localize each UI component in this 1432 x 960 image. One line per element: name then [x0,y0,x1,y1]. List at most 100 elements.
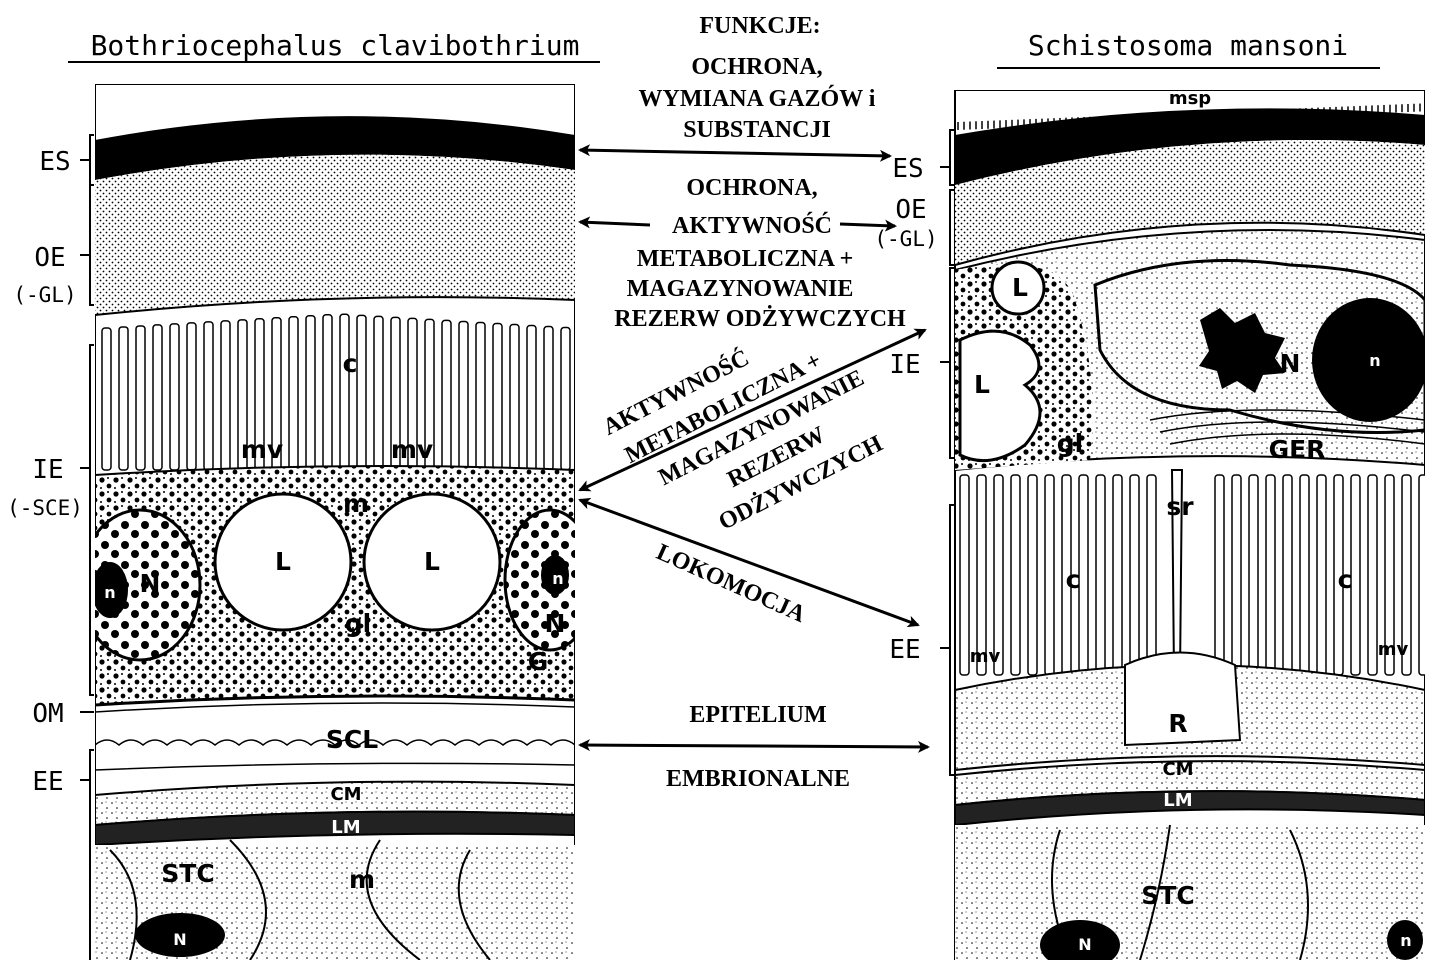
left-bracket-ie [80,345,94,695]
oe-function-line-2: AKTYWNOŚĆ [672,212,832,239]
ee-function-line-1: EPITELIUM [689,702,826,728]
right-column [1113,475,1122,675]
right-label-c-2: c [1338,565,1353,594]
right-column [960,475,969,675]
right-title: Schistosoma mansoni [997,29,1380,68]
right-label-oe: OE [895,195,926,225]
right-title-text: Schistosoma mansoni [1028,29,1348,62]
functions-es-block: FUNKCJE: OCHRONA, WYMIANA GAZÓW i SUBSTA… [639,13,876,143]
right-bracket-es [940,130,954,185]
right-label-stc: STC [1141,881,1194,910]
right-column [1266,475,1275,675]
oe-function-line-1: OCHRONA, [686,175,817,201]
left-column [221,321,230,470]
functions-locomotion-block: LOKOMOCJA [652,539,809,628]
oe-function-line-4: MAGAZYNOWANIE [627,276,854,302]
left-label-mv-2: mv [391,435,433,464]
left-label-gl: gl [345,609,371,638]
left-label-m-2: m [349,865,375,894]
right-column [1147,475,1156,675]
functions-heading: FUNKCJE: [699,13,820,39]
left-column [459,321,468,470]
arrow-oe-right [840,224,895,226]
right-label-es: ES [892,154,923,184]
right-column [977,475,986,675]
right-label-L-1: L [1012,273,1028,302]
left-label-es: ES [39,147,70,177]
left-column [187,323,196,470]
right-column [1317,475,1326,675]
oe-function-line-5: REZERW ODŻYWCZYCH [614,306,906,332]
right-bracket-oe [950,190,954,265]
right-lipid-large [960,331,1040,461]
left-column [306,316,315,470]
left-side-label-text: ES OE (-GL) IE (-SCE) OM EE [7,147,83,797]
left-column [153,325,162,470]
right-side-label-text: ES OE (-GL) IE EE [874,154,937,665]
left-label-N-2: N [545,609,566,638]
functions-oe-block: OCHRONA, AKTYWNOŚĆ METABOLICZNA + MAGAZY… [614,175,906,332]
right-side-labels [940,130,954,775]
left-label-scl: SCL [326,725,378,754]
right-bracket-ie [940,268,954,458]
locomotion-label: LOKOMOCJA [652,539,809,628]
left-label-lm: LM [331,817,360,838]
left-label-cm: CM [330,784,361,805]
left-column [357,315,366,470]
arrow-ee [580,745,928,747]
right-panel-drawing [955,90,1428,960]
left-label-c: c [343,349,358,378]
left-label-G: G [528,647,549,676]
right-label-N: N [1280,349,1301,378]
left-column [544,327,553,470]
left-label-ee: EE [32,767,63,797]
left-label-stc: STC [161,859,214,888]
right-column [1096,475,1105,675]
left-title-text: Bothriocephalus clavibothrium [91,29,580,62]
left-oe-layer [95,155,575,315]
right-bracket-ee [940,505,954,775]
left-title: Bothriocephalus clavibothrium [68,29,600,62]
right-column [1011,475,1020,675]
right-label-mv-2: mv [1378,639,1409,660]
right-label-ee: EE [889,635,920,665]
right-column [1232,475,1241,675]
es-function-line-1: OCHRONA, [691,54,822,80]
left-label-L-1: L [275,547,291,576]
left-column [323,315,332,470]
right-label-sr: sr [1166,492,1194,521]
left-label-n-1: n [104,583,115,602]
arrow-es [580,150,890,156]
left-label-om: OM [32,699,63,729]
right-label-ger: GER [1269,435,1326,464]
left-label-ie: IE [32,455,63,485]
right-label-n: n [1369,351,1380,370]
right-label-gl: gl [1057,429,1083,458]
left-column [374,316,383,470]
es-function-line-3: SUBSTANCJI [683,117,831,143]
right-label-msp: msp [1169,88,1211,109]
left-column [102,328,111,470]
left-label-oe: OE [34,243,65,273]
left-column [340,314,349,470]
right-label-n-2: n [1400,931,1411,950]
right-column [1130,475,1139,675]
left-label-ie-sub: (-SCE) [7,496,83,520]
left-label-N-1: N [140,569,161,598]
right-label-oe-sub: (-GL) [874,227,937,251]
left-column [119,327,128,470]
oe-function-line-3: METABOLICZNA + [637,246,854,272]
left-column [442,320,451,470]
right-label-R: R [1168,709,1187,738]
left-column [527,326,536,470]
right-label-L-2: L [974,370,990,399]
right-column [1028,475,1037,675]
left-column [204,322,213,470]
arrow-oe-left [580,222,650,225]
right-column [1368,475,1377,675]
left-bracket-ee [80,750,94,960]
right-label-N-2: N [1078,935,1091,954]
left-label-L-2: L [424,547,440,576]
right-column [1045,475,1054,675]
